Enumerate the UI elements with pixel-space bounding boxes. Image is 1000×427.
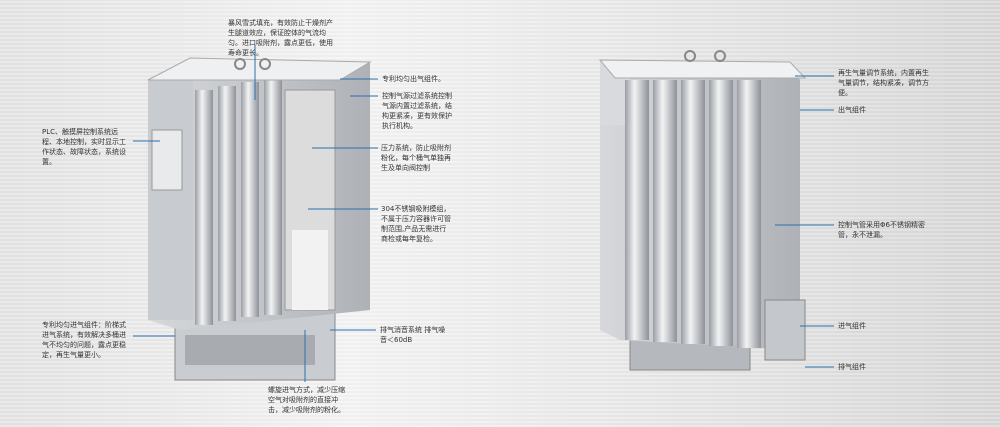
callout-inlet: 进气组件 xyxy=(838,322,866,330)
callout-regen-adjust: 再生气量调节系统，内置再生气量调节，结构紧凑，调节方便。 xyxy=(838,69,929,97)
callout-spiral-inlet: 螺旋进气方式，减少压缩空气对吸附剂的直接冲击，减少吸附剂的粉化。 xyxy=(268,386,345,414)
callout-inlet-assembly: 专利均匀进气组件：阶梯式进气系统，有效解决多桶进气不均匀的问题，露点更稳定，再生… xyxy=(42,321,126,359)
callout-plc: PLC、触摸屏控制系统远程、本地控制，实时显示工作状态、故障状态，系统设置。 xyxy=(42,128,126,166)
callout-outlet-assembly: 专利均匀出气组件。 xyxy=(382,75,445,83)
right-dryer-unit xyxy=(598,50,807,371)
callout-control-pipe: 控制气管采用Φ6不锈钢精密管，永不泄漏。 xyxy=(838,221,925,239)
leader-lines xyxy=(133,45,834,382)
callout-adsorption-module: 304不锈钢吸附模组，不属于压力容器许可管制范围,产品无需进行商检或每年复检。 xyxy=(381,205,451,243)
left-dryer-unit xyxy=(147,57,372,381)
callout-muffler: 排气消音系统 排气噪音＜60dB xyxy=(380,326,446,344)
callout-outlet: 出气组件 xyxy=(838,106,866,114)
callout-pressure-system: 压力系统，防止吸附剂粉化，每个桶气单独再生及单向阀控制 xyxy=(381,144,451,172)
callout-filling: 暴风雪式填充，有效防止干燥剂产生腿道效应，保证腔体的气流均匀。进口吸附剂，露点更… xyxy=(228,19,333,57)
callout-exhaust: 排气组件 xyxy=(838,363,866,371)
callout-control-filter: 控制气源过滤系统控制气源内置过滤系统，结构更紧凑，更有效保护执行机构。 xyxy=(382,92,452,130)
